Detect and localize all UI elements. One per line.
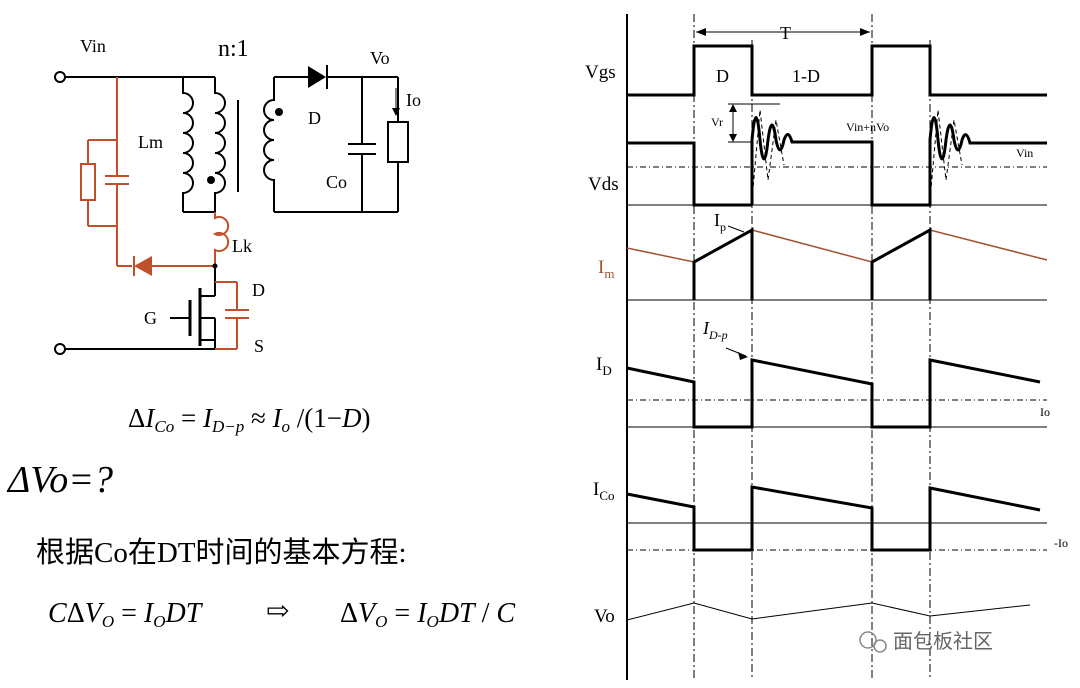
implies-arrow: ⇨ bbox=[266, 596, 289, 627]
equation-charge-left: CΔVO = IODT bbox=[48, 598, 204, 631]
lk-label: Lk bbox=[232, 236, 252, 256]
gnd-terminal bbox=[54, 343, 66, 355]
vo-waveform bbox=[626, 602, 1031, 621]
load-resistor bbox=[387, 121, 409, 163]
im-waveform bbox=[626, 229, 1048, 263]
equation-charge-right: ΔVO = IODT / C bbox=[340, 598, 515, 631]
idp-label: ID-p bbox=[702, 318, 728, 342]
primary-dot bbox=[207, 176, 215, 184]
ico-label: ICo bbox=[593, 479, 615, 503]
co-label: Co bbox=[326, 172, 347, 192]
diode-label: D bbox=[308, 108, 321, 128]
output-diode bbox=[308, 66, 326, 88]
vo-wave-label: Vo bbox=[594, 606, 615, 627]
id-io-label: Io bbox=[1040, 405, 1050, 419]
one-minus-duty-label: 1-D bbox=[792, 66, 820, 86]
lk-inductor bbox=[212, 212, 230, 266]
lm-winding bbox=[182, 77, 194, 212]
equation-ripple-current: ΔICo = ID−p ≈ Io /(1−D) bbox=[128, 403, 371, 436]
vin-terminal bbox=[54, 71, 66, 83]
primary-winding bbox=[214, 77, 226, 212]
lm-label: Lm bbox=[138, 132, 163, 152]
ico-waveform bbox=[626, 485, 1041, 552]
drain-label: D bbox=[252, 280, 265, 300]
secondary-dot bbox=[275, 108, 283, 116]
io-arrow bbox=[392, 108, 400, 116]
turns-ratio: n:1 bbox=[218, 36, 249, 62]
snubber-diode bbox=[134, 256, 152, 276]
vds-label: Vds bbox=[588, 174, 619, 195]
watermark-text: 面包板社区 bbox=[893, 630, 993, 653]
io-label: Io bbox=[406, 90, 421, 110]
vin-label: Vin bbox=[80, 36, 106, 56]
vr-label: Vr bbox=[711, 115, 723, 129]
id-label: ID bbox=[596, 354, 612, 378]
snubber-resistor bbox=[80, 163, 96, 201]
circuit: Vin n:1 Vo Io Lm D Co Lk D G S bbox=[54, 36, 421, 356]
im-label: Im bbox=[598, 257, 614, 281]
watermark: 面包板社区 bbox=[859, 630, 993, 653]
question-delta-vo: ΔVo=? bbox=[6, 459, 113, 501]
vgs-label: Vgs bbox=[585, 62, 616, 83]
source-label: S bbox=[254, 336, 264, 356]
secondary-winding bbox=[263, 77, 275, 212]
waveforms: T Vgs D 1-D Vds Vr Vin+nVo Vin Im Ip ID bbox=[585, 14, 1068, 680]
vds-waveform bbox=[627, 141, 752, 207]
wechat-icon bbox=[859, 631, 877, 649]
chinese-caption: 根据Co在DT时间的基本方程: bbox=[36, 536, 407, 569]
vds-vin-label: Vin bbox=[1016, 146, 1033, 160]
gate-label: G bbox=[144, 308, 157, 328]
period-label: T bbox=[780, 23, 791, 43]
duty-label: D bbox=[716, 66, 729, 86]
neg-io-label: -Io bbox=[1054, 536, 1068, 550]
vin-nvo-label: Vin+nVo bbox=[846, 120, 889, 134]
id-waveform bbox=[626, 358, 1041, 429]
vgs-waveform bbox=[627, 44, 1047, 97]
equations: ΔICo = ID−p ≈ Io /(1−D) ΔVo=? 根据Co在DT时间的… bbox=[6, 403, 515, 631]
ip-label: Ip bbox=[714, 210, 726, 234]
vo-label: Vo bbox=[370, 48, 390, 68]
